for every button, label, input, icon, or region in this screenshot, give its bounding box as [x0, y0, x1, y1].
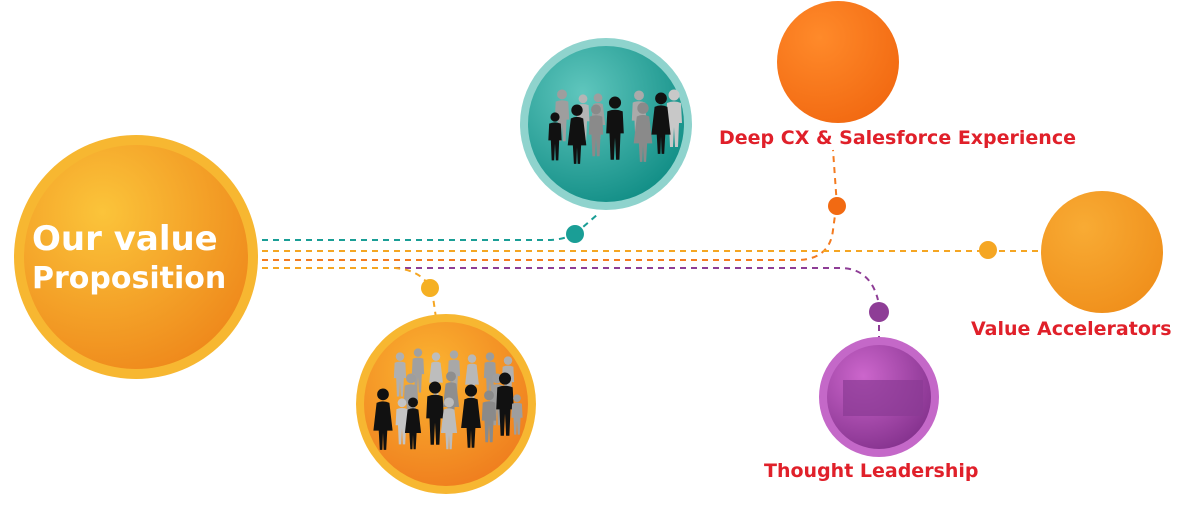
connector-crowd — [262, 267, 437, 319]
deep-cx-circle — [777, 1, 899, 123]
crowd-circle — [356, 314, 536, 494]
thought-leadership-label: Thought Leadership — [764, 460, 979, 482]
hub-circle: Our value Proposition — [14, 135, 258, 379]
connector-dot-deep-cx — [828, 197, 846, 215]
deep-cx-label: Deep CX & Salesforce Experience — [719, 127, 1076, 149]
connector-dot-thought-leadership — [869, 302, 889, 322]
teal-people-circle — [520, 38, 692, 210]
thought-leadership-circle — [819, 337, 939, 457]
hub-title-line1: Our value — [32, 219, 218, 259]
value-accelerators-label: Value Accelerators — [971, 318, 1172, 340]
value-accelerators-circle — [1041, 191, 1163, 313]
connector-dot-teal — [566, 225, 584, 243]
hub-title-line2: Proposition — [32, 261, 226, 296]
connector-dot-value-accelerators — [979, 241, 997, 259]
connector-dot-crowd — [421, 279, 439, 297]
connector-teal — [262, 213, 599, 241]
connector-thought-leadership — [262, 267, 880, 340]
